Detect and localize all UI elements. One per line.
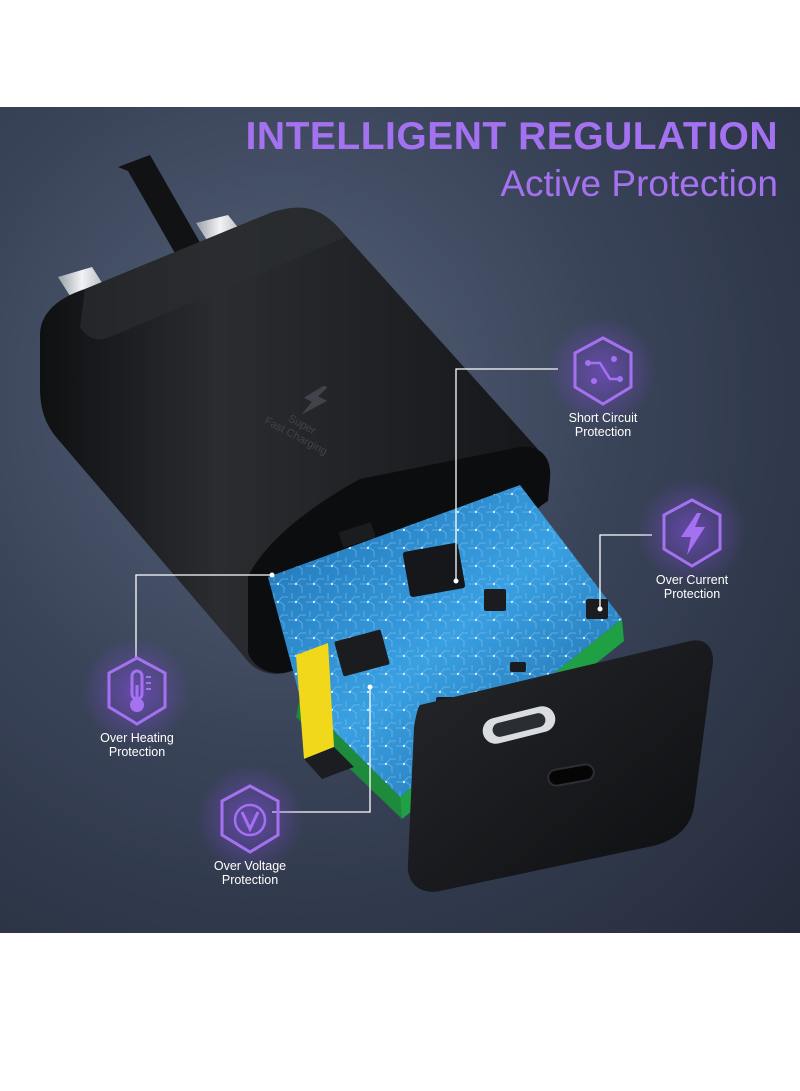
feature-short-circuit-line2: Protection — [574, 425, 632, 439]
charger-illustration — [40, 155, 745, 892]
bottom-margin — [0, 933, 800, 1091]
feature-over-current-line2: Protection — [663, 587, 721, 601]
feature-short-circuit-line1: Short Circuit — [568, 411, 638, 425]
bolt-shield-icon — [662, 498, 722, 568]
feature-over-current-line1: Over Current — [655, 573, 729, 587]
headline-title: INTELLIGENT REGULATION — [245, 115, 778, 158]
feature-over-voltage-line2: Protection — [221, 873, 279, 887]
feature-over-voltage-line1: Over Voltage — [213, 859, 287, 873]
feature-over-voltage: Over Voltage Protection — [180, 783, 320, 887]
usb-c-port — [482, 706, 556, 744]
callout-lines — [135, 368, 652, 813]
feature-short-circuit: Short Circuit Protection — [533, 335, 673, 439]
feature-over-heating-line1: Over Heating — [100, 731, 174, 745]
usb-c-cap — [407, 640, 714, 892]
headline-subtitle: Active Protection — [500, 163, 778, 204]
charger-print: Super Fast Charging — [239, 357, 375, 471]
feature-over-heating: Over Heating Protection — [67, 655, 207, 759]
feature-over-current: Over Current Protection — [622, 497, 762, 601]
circuit-shield-icon — [573, 336, 633, 406]
product-banner: Super Fast Charging INTELLIGENT REGULATI… — [0, 107, 800, 933]
lightning-bolt-icon — [301, 385, 328, 415]
thermometer-shield-icon — [107, 656, 167, 726]
voltage-check-shield-icon — [220, 784, 280, 854]
feature-over-heating-line2: Protection — [108, 745, 166, 759]
